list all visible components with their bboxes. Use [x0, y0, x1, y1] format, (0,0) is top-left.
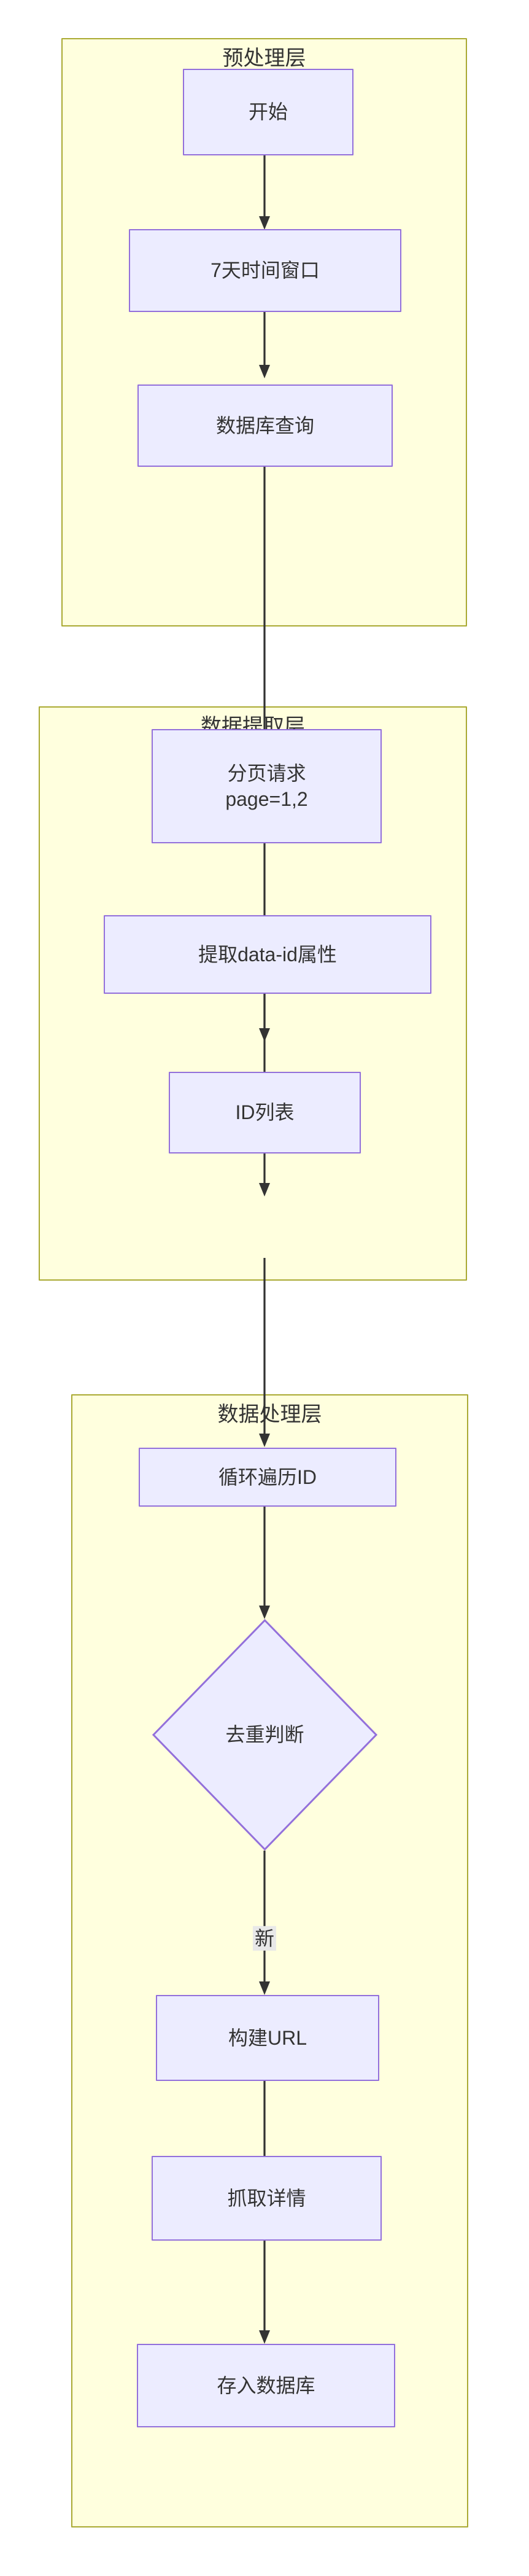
- node-paging-request[interactable]: 分页请求 page=1,2: [152, 729, 382, 843]
- node-save-db[interactable]: 存入数据库: [137, 2344, 395, 2427]
- cluster-preprocess-title: 预处理层: [222, 47, 306, 70]
- node-start[interactable]: 开始: [183, 69, 353, 155]
- node-start-label: 开始: [248, 101, 288, 123]
- node-build-url-label: 构建URL: [228, 2026, 307, 2049]
- node-paging-request-label: 分页请求 page=1,2: [225, 762, 308, 810]
- edge-label-new: 新: [252, 1926, 277, 1951]
- node-id-list-label: ID列表: [235, 1101, 295, 1124]
- node-id-list[interactable]: ID列表: [169, 1072, 361, 1153]
- cluster-process-title: 数据处理层: [217, 1403, 322, 1426]
- node-fetch-detail-label: 抓取详情: [227, 2187, 306, 2209]
- node-time-window[interactable]: 7天时间窗口: [129, 229, 401, 312]
- node-extract-data-id[interactable]: 提取data-id属性: [104, 915, 431, 994]
- node-time-window-label: 7天时间窗口: [210, 259, 320, 282]
- node-dedupe-decision-label: 去重判断: [225, 1723, 304, 1746]
- node-loop-ids[interactable]: 循环遍历ID: [139, 1448, 396, 1507]
- node-build-url[interactable]: 构建URL: [156, 1995, 379, 2081]
- diamond-shape-icon: [152, 1619, 377, 1851]
- node-fetch-detail[interactable]: 抓取详情: [152, 2156, 382, 2241]
- node-extract-data-id-label: 提取data-id属性: [198, 943, 337, 966]
- node-loop-ids-label: 循环遍历ID: [218, 1466, 317, 1488]
- node-save-db-label: 存入数据库: [217, 2374, 315, 2397]
- node-db-query-label: 数据库查询: [215, 414, 314, 437]
- node-db-query[interactable]: 数据库查询: [137, 384, 393, 467]
- node-dedupe-decision[interactable]: 去重判断: [152, 1619, 377, 1851]
